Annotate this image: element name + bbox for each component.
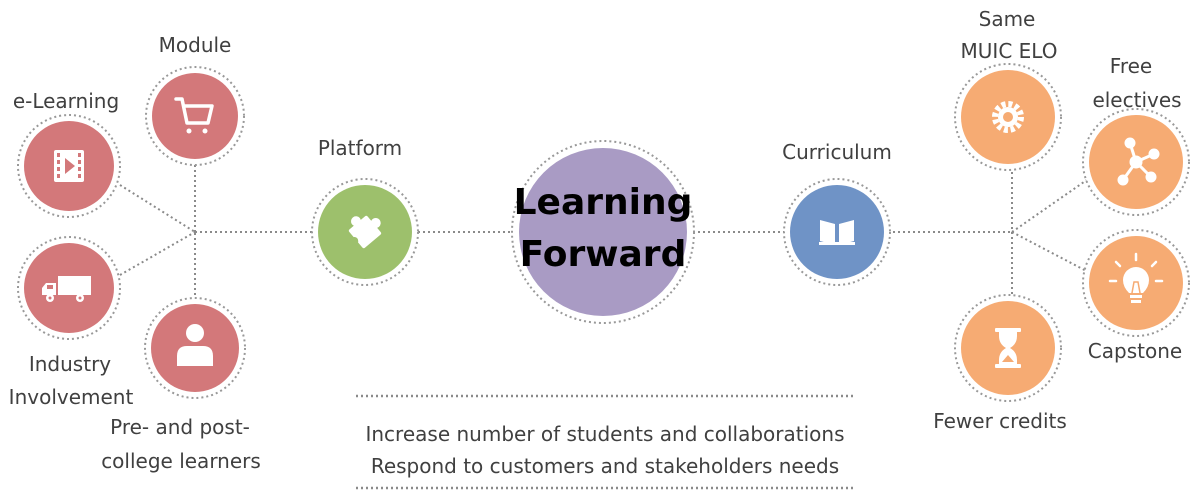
free-electives-label-line2: electives: [1092, 88, 1181, 112]
capstone-label: Capstone: [1088, 339, 1182, 363]
center-title-line2: Forward: [520, 234, 687, 275]
gear-icon: [992, 101, 1024, 133]
free-electives-node: [1082, 108, 1190, 216]
goals-line2: Respond to customers and stakeholders ne…: [371, 454, 839, 478]
truck-icon: [42, 276, 91, 302]
muic-elo-node: [954, 63, 1062, 171]
center-title-line1: Learning: [514, 182, 693, 223]
connector-industry: [119, 231, 196, 276]
platform-label: Platform: [318, 136, 402, 160]
fewer-credits-label: Fewer credits: [933, 409, 1067, 433]
person-icon: [177, 324, 213, 366]
module-node: [145, 66, 245, 166]
learners-label-line1: Pre- and post-: [110, 415, 250, 439]
industry-label-line2: Involvement: [9, 385, 134, 409]
connectors: [119, 165, 1095, 300]
network-icon: [1117, 137, 1160, 186]
muic-elo-label-line1: Same: [979, 7, 1036, 31]
goals-line1: Increase number of students and collabor…: [365, 422, 844, 446]
curriculum-label: Curriculum: [782, 140, 892, 164]
learners-label-line2: college learners: [101, 449, 261, 473]
cart-icon: [174, 97, 214, 134]
puzzle-icon: [348, 215, 382, 249]
industry-label-line1: Industry: [29, 352, 111, 376]
elearning-node: [17, 114, 121, 218]
learners-node: [144, 297, 246, 399]
muic-elo-label-line2: MUIC ELO: [961, 39, 1058, 63]
industry-node: [17, 236, 121, 340]
capstone-node: [1082, 229, 1190, 337]
elearning-label: e-Learning: [13, 89, 119, 113]
module-label: Module: [159, 33, 232, 57]
video-icon: [54, 150, 84, 182]
connector-capstone: [1011, 231, 1095, 276]
fewer-credits-node: [954, 294, 1062, 402]
curriculum-node: [783, 178, 891, 286]
lightbulb-icon: [1108, 252, 1164, 303]
book-icon: [819, 220, 855, 245]
free-electives-label-line1: Free: [1110, 54, 1152, 78]
hourglass-icon: [995, 328, 1021, 368]
platform-node: [311, 178, 419, 286]
connector-elearning: [119, 184, 196, 233]
connector-free-electives: [1011, 174, 1095, 233]
learning-forward-node: Learning Forward: [511, 140, 695, 324]
